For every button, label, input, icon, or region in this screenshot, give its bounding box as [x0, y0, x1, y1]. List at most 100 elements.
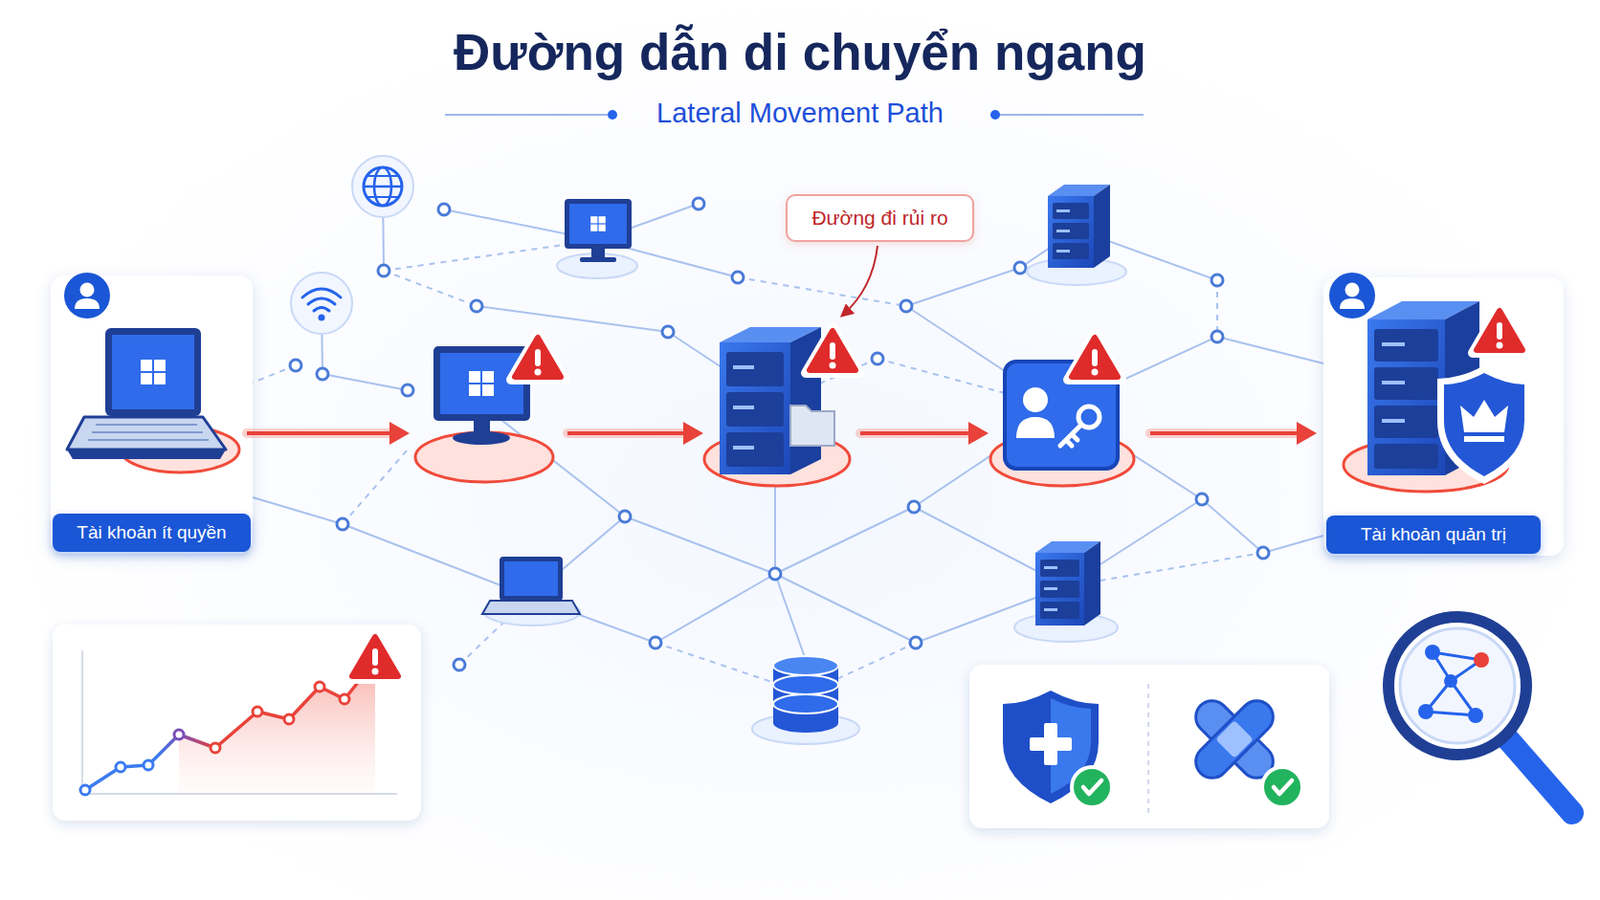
network-line: [1020, 229, 1077, 268]
risk-chart: [178, 661, 376, 795]
server-icon: [1044, 566, 1058, 570]
file-server-node: [719, 342, 791, 475]
attack-arrow: [1296, 422, 1317, 445]
database-icon: [773, 713, 839, 734]
risk-chart: [210, 743, 221, 754]
remediation-panel: [1189, 694, 1281, 786]
network-line: [1061, 408, 1202, 500]
admin-server: [1381, 419, 1405, 423]
callout-box: Đường đi rủi ro: [785, 194, 975, 243]
monitor-icon: [564, 199, 632, 249]
database-icon: [773, 666, 839, 724]
risk-chart: [80, 682, 350, 796]
network-line: [1076, 229, 1218, 281]
network-line: [915, 586, 1067, 644]
laptop-icon: [484, 599, 580, 626]
network-dot: [470, 300, 483, 312]
network-dot: [336, 518, 349, 531]
admin-server: [1381, 342, 1405, 347]
monitor-icon: [579, 257, 617, 263]
network-line: [774, 402, 777, 575]
subtitle-rule: [444, 113, 613, 116]
subtitle-rule: [607, 110, 618, 120]
network-dot: [289, 359, 302, 372]
workstation-node: [433, 346, 531, 422]
remediation-panel: [969, 665, 1330, 829]
workstation-node: [452, 431, 511, 445]
network-line: [597, 240, 738, 278]
database-icon: [752, 656, 860, 745]
network-dot: [910, 637, 922, 649]
file-server-node: [726, 392, 784, 427]
magnifier-icon: [1467, 708, 1484, 724]
network-dot: [769, 568, 781, 580]
admin-server: [1367, 301, 1480, 320]
start-laptop: [64, 272, 240, 473]
diagram-title: Đường dẫn di chuyển ngang: [0, 22, 1600, 82]
database-icon: [752, 713, 860, 745]
network-dot: [908, 501, 920, 513]
workstation-node: [511, 333, 565, 380]
subtitle-rule: [995, 113, 1144, 116]
admin-server: [1472, 307, 1527, 354]
admin-server: [1343, 438, 1509, 492]
risk-chart: [284, 714, 294, 725]
wifi-icon: [302, 288, 341, 298]
admin-server: [1329, 272, 1376, 319]
network-line: [530, 516, 625, 598]
file-server-node: [790, 405, 835, 446]
risk-chart: [314, 682, 325, 692]
attack-arrow: [860, 428, 972, 439]
server-icon: [1040, 559, 1080, 578]
server-icon: [1026, 184, 1127, 286]
network-line: [382, 186, 384, 271]
file-server-node: [719, 327, 822, 343]
database-icon: [773, 656, 839, 676]
globe-icon: [367, 175, 399, 178]
subtitle-rule: [990, 110, 1000, 120]
workstation-node: [473, 421, 490, 435]
network-line: [444, 209, 598, 241]
server-icon: [1056, 209, 1070, 213]
laptop-icon: [482, 556, 580, 626]
server-icon: [1056, 229, 1070, 233]
network-line: [479, 402, 625, 517]
risk-chart: [52, 624, 422, 822]
admin-server: [1460, 400, 1509, 433]
magnifier-icon: [1424, 644, 1441, 661]
server-icon: [1040, 601, 1080, 620]
network-dot: [438, 203, 450, 216]
magnifier-icon: [1450, 681, 1476, 716]
network-line: [342, 524, 531, 598]
globe-icon: [363, 185, 402, 189]
network-line: [383, 240, 598, 271]
file-server-node: [704, 327, 860, 487]
monitor-icon: [556, 253, 638, 279]
remediation-panel: [1050, 698, 1091, 795]
server-icon: [1026, 258, 1127, 286]
admin-server: [1464, 436, 1505, 443]
risk-chart: [80, 785, 90, 796]
magnifier-icon: [1418, 704, 1434, 720]
globe-icon: [374, 167, 392, 206]
workstation-node: [415, 432, 554, 483]
file-server-node: [704, 432, 850, 487]
attack-arrow: [1150, 431, 1300, 436]
remediation-panel: [1215, 720, 1254, 759]
server-icon: [1035, 553, 1085, 626]
server-icon: [1093, 184, 1111, 268]
network-dot: [316, 368, 329, 380]
file-server-node: [726, 432, 784, 467]
callout-text: Đường đi rủi ro: [811, 206, 948, 230]
monitor-icon: [591, 248, 605, 259]
server-icon: [1052, 202, 1089, 220]
wifi-icon: [313, 308, 330, 312]
network-dot: [1014, 262, 1026, 274]
network-line: [1061, 336, 1218, 409]
remediation-panel: [1189, 694, 1281, 786]
attack-arrow: [246, 428, 393, 439]
credential-node: [1078, 406, 1100, 428]
admin-server: [1374, 405, 1439, 439]
file-server-node: [733, 445, 755, 450]
network-line: [1263, 535, 1324, 554]
